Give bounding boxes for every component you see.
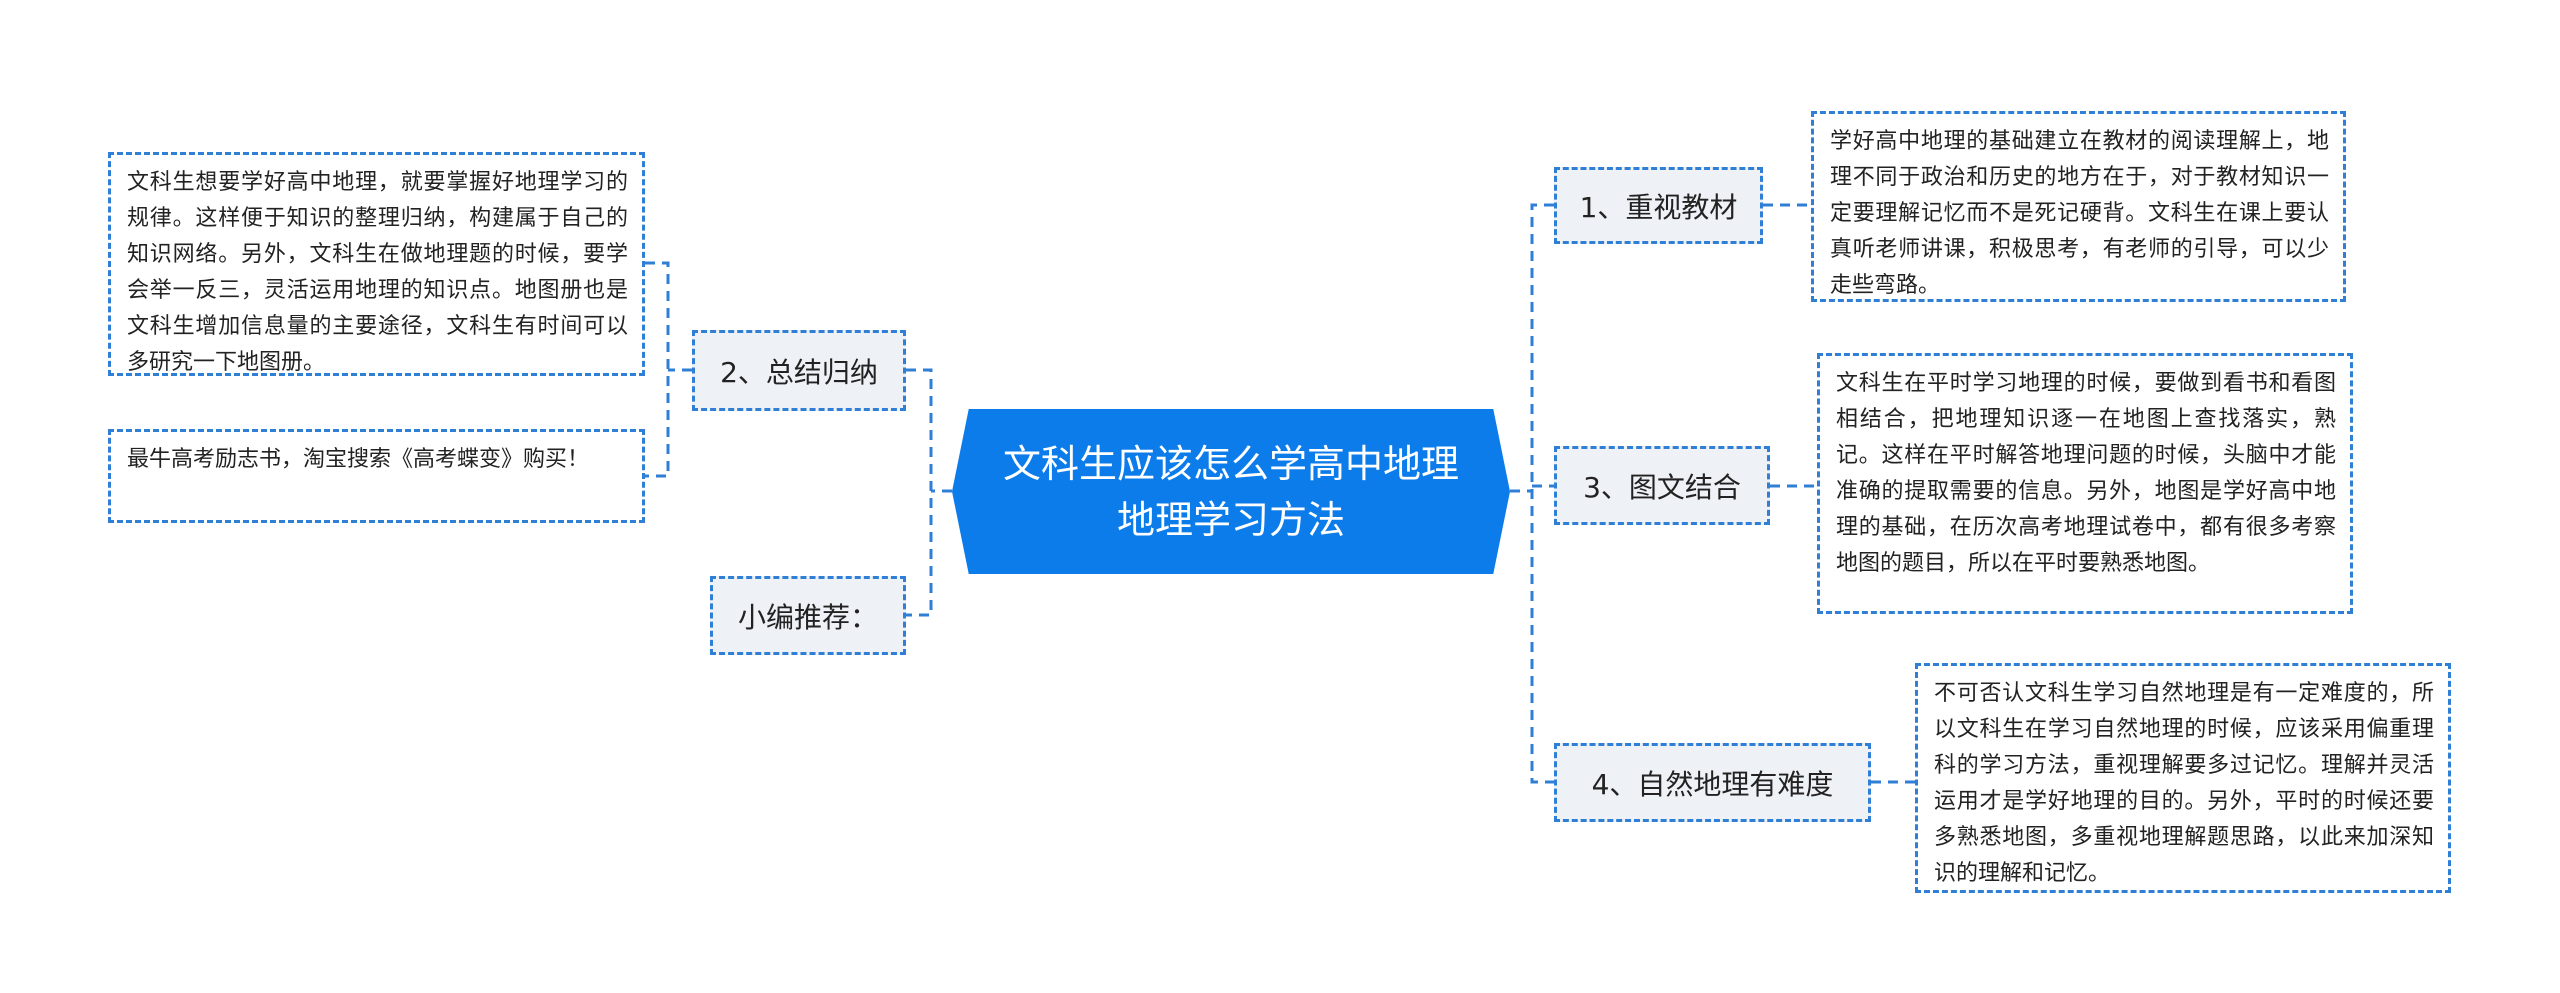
topic-label: 2、总结归纳: [720, 355, 878, 389]
topic-label: 3、图文结合: [1583, 470, 1741, 504]
central-topic[interactable]: 文科生应该怎么学高中地理 地理学习方法: [952, 409, 1510, 574]
topic-textbook[interactable]: 1、重视教材: [1554, 167, 1763, 244]
detail-text: 文科生想要学好高中地理，就要掌握好地理学习的规律。这样便于知识的整理归纳，构建属…: [127, 170, 628, 375]
topic-physical-geography[interactable]: 4、自然地理有难度: [1554, 743, 1871, 822]
detail-summary-2[interactable]: 最牛高考励志书，淘宝搜索《高考蝶变》购买！: [108, 429, 645, 523]
detail-summary-1[interactable]: 文科生想要学好高中地理，就要掌握好地理学习的规律。这样便于知识的整理归纳，构建属…: [108, 152, 645, 376]
detail-textbook[interactable]: 学好高中地理的基础建立在教材的阅读理解上，地理不同于政治和历史的地方在于，对于教…: [1811, 111, 2346, 302]
topic-summary[interactable]: 2、总结归纳: [692, 330, 906, 411]
topic-recommend[interactable]: 小编推荐：: [710, 576, 906, 655]
topic-label: 4、自然地理有难度: [1591, 767, 1834, 801]
detail-text: 学好高中地理的基础建立在教材的阅读理解上，地理不同于政治和历史的地方在于，对于教…: [1830, 129, 2329, 298]
detail-map-text[interactable]: 文科生在平时学习地理的时候，要做到看书和看图相结合，把地理知识逐一在地图上查找落…: [1817, 353, 2353, 614]
topic-label: 小编推荐：: [737, 600, 878, 634]
detail-physical-geography[interactable]: 不可否认文科生学习自然地理是有一定难度的，所以文科生在学习自然地理的时候，应该采…: [1915, 663, 2451, 893]
detail-text: 最牛高考励志书，淘宝搜索《高考蝶变》购买！: [127, 447, 590, 472]
topic-map-text[interactable]: 3、图文结合: [1554, 446, 1770, 525]
topic-label: 1、重视教材: [1579, 190, 1738, 224]
detail-text: 文科生在平时学习地理的时候，要做到看书和看图相结合，把地理知识逐一在地图上查找落…: [1836, 371, 2336, 576]
central-topic-title: 文科生应该怎么学高中地理 地理学习方法: [1002, 441, 1459, 542]
detail-text: 不可否认文科生学习自然地理是有一定难度的，所以文科生在学习自然地理的时候，应该采…: [1934, 681, 2434, 886]
